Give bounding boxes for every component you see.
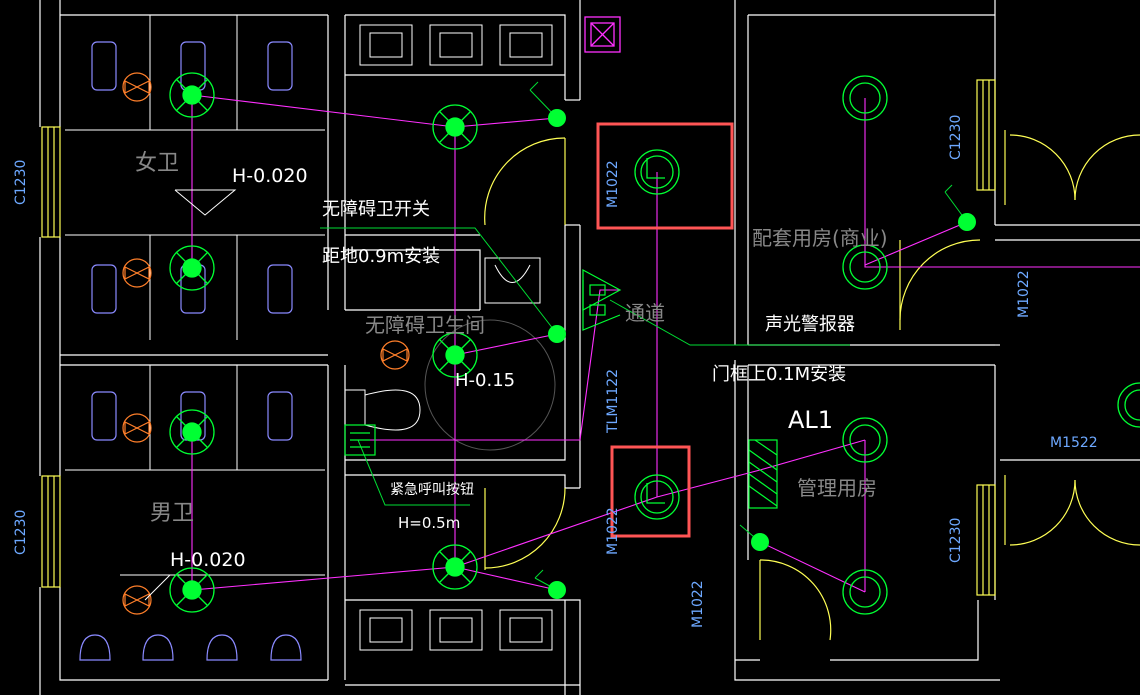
lamp-icon [169,567,215,613]
tag-door: M1022 [690,580,706,628]
fan-icon [122,72,152,102]
lamp-icon [169,72,215,118]
lamp-icon [1117,382,1140,428]
highlight-boxes [596,122,734,538]
tag-window: C1230 [948,518,964,563]
ceiling-lamps [169,72,1140,615]
room-label-women: 女卫 [135,151,179,176]
fan-icon [380,340,410,370]
level-men: H-0.020 [170,549,246,571]
stall-partitions [65,15,325,576]
sinks [344,24,556,651]
tag-window: C1230 [13,160,29,205]
fan-icon [122,413,152,443]
tag-window: C1230 [13,510,29,555]
lamp-icon [169,409,215,455]
lamp-icon [842,417,888,463]
lamp-icon [169,245,215,291]
room-label-management: 管理用房 [797,476,877,500]
windows [41,79,996,596]
tag-window: C1230 [948,115,964,160]
note-switch-height: 距地0.9m安装 [322,246,440,267]
level-accessible: H-0.15 [455,370,515,391]
vent-shaft-icon [584,16,621,53]
lamp-icon [432,544,478,590]
alarm-icon [582,268,622,331]
room-label-passage: 通道 [625,301,665,325]
note-call-height: H=0.5m [398,514,460,532]
clock-icon [634,474,680,520]
wiring [191,94,1140,593]
clock-icon [634,149,680,195]
lamp-icon [432,332,478,378]
level-women: H-0.020 [232,165,308,187]
note-alarm-title: 声光警报器 [765,314,855,335]
switch-icon [548,109,566,127]
switch-icon [958,213,976,231]
tag-door: M1022 [605,507,621,555]
lamp-icon [842,75,888,121]
note-switch-title: 无障碍卫开关 [322,199,430,220]
lamp-icon [842,244,888,290]
call-button-icon [344,424,376,456]
tag-door: M1022 [1016,270,1032,318]
room-label-men: 男卫 [150,501,194,526]
lamp-icon [842,569,888,615]
room-label-accessible: 无障碍卫生间 [365,313,485,337]
tag-door: TLM1122 [605,369,621,434]
fan-icon [122,585,152,615]
switch-icon [548,325,566,343]
panel-icon [748,439,778,509]
fan-icon [122,258,152,288]
note-call-button: 紧急呼叫按钮 [390,482,474,498]
exhaust-fans [122,72,410,615]
level-markers [120,189,237,601]
panel-label: AL1 [788,406,833,434]
tag-door: M1522 [1050,435,1098,451]
lamp-icon [432,104,478,150]
walls [39,0,1140,695]
doors [484,130,1140,641]
note-alarm-height: 门框上0.1M安装 [712,364,846,385]
switches [548,109,976,599]
toilet-fixtures [79,41,302,661]
switch-icon [751,533,769,551]
switch-icon [548,581,566,599]
room-label-support: 配套用房(商业) [752,226,888,250]
tag-door: M1022 [605,160,621,208]
